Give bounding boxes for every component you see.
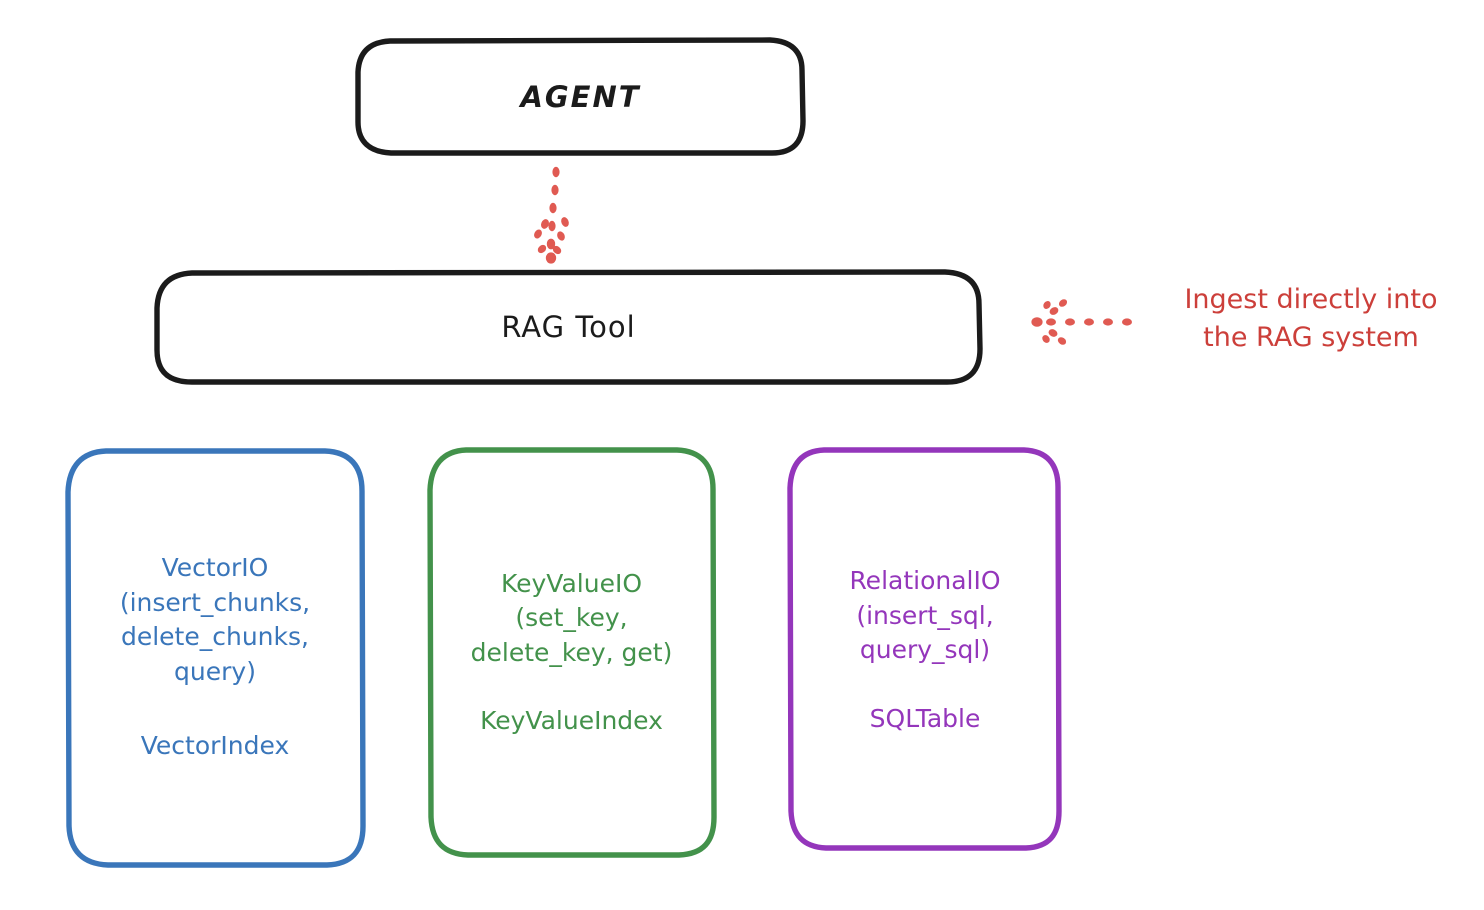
relationalio-box-outline [787, 447, 1062, 851]
vectorio-node[interactable] [65, 448, 366, 868]
agent-box-outline [355, 37, 806, 156]
agent-to-rag-connector [534, 166, 569, 264]
rag-tool-node[interactable] [154, 269, 983, 385]
relationalio-node[interactable] [787, 447, 1062, 851]
ingest-connector [1031, 299, 1132, 345]
rag-tool-box-outline [154, 269, 983, 385]
keyvalueio-node[interactable] [427, 447, 717, 858]
agent-node[interactable] [355, 37, 806, 156]
keyvalueio-box-outline [427, 447, 717, 858]
vectorio-box-outline [65, 448, 366, 868]
